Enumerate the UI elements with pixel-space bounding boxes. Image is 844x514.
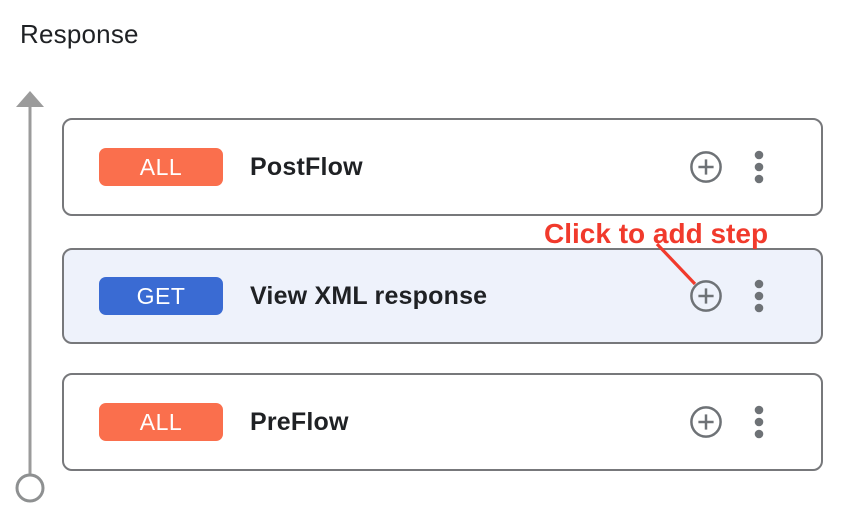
flow-card-preflow[interactable]: ALL PreFlow bbox=[62, 373, 823, 471]
more-options-button[interactable] bbox=[753, 279, 765, 313]
add-step-button[interactable] bbox=[689, 405, 723, 439]
annotation-click-to-add-step: Click to add step bbox=[544, 218, 769, 249]
more-options-button[interactable] bbox=[753, 405, 765, 439]
flow-name-label: PreFlow bbox=[250, 407, 349, 436]
kebab-menu-icon bbox=[754, 405, 764, 439]
more-options-button[interactable] bbox=[753, 150, 765, 184]
panel-title: Response bbox=[20, 19, 139, 49]
add-step-button[interactable] bbox=[689, 279, 723, 313]
kebab-menu-icon bbox=[754, 279, 764, 313]
method-badge: ALL bbox=[99, 148, 223, 186]
kebab-menu-icon bbox=[754, 150, 764, 184]
method-badge: GET bbox=[99, 277, 223, 315]
plus-circle-icon bbox=[690, 151, 722, 183]
plus-circle-icon bbox=[690, 280, 722, 312]
flow-name-label: View XML response bbox=[250, 281, 488, 310]
flow-direction-arrow-icon bbox=[15, 91, 45, 503]
method-badge: ALL bbox=[99, 403, 223, 441]
flow-card-postflow[interactable]: ALL PostFlow bbox=[62, 118, 823, 216]
flow-name-label: PostFlow bbox=[250, 152, 363, 181]
flow-card-view-xml-response[interactable]: GET View XML response bbox=[62, 248, 823, 344]
plus-circle-icon bbox=[690, 406, 722, 438]
add-step-button[interactable] bbox=[689, 150, 723, 184]
